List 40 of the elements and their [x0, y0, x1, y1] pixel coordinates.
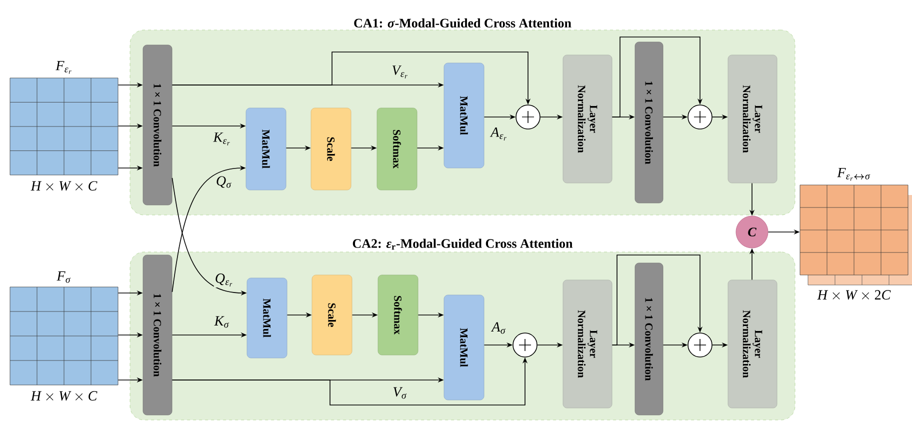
edge-label: $A_{\sigma}$ [490, 321, 508, 335]
feature-label: $F_{\epsilon_r}$ [56, 60, 72, 74]
dimension-label: $H\times W\times 2C$ [817, 290, 891, 300]
scale-box: Scale [312, 274, 352, 356]
convolution-box: 1 × 1 Convolution [142, 254, 172, 416]
edge-label: $A_{\epsilon_r}$ [490, 126, 508, 142]
feature-map-grid [10, 286, 118, 386]
convolution-box: 1 × 1 Convolution [634, 42, 664, 204]
matmul-box: MatMul [246, 108, 286, 190]
add-circle [516, 104, 540, 130]
node-label: CA1: σ-Modal-Guided Cross Attention [354, 18, 572, 28]
arrow [612, 36, 703, 118]
feature-map-grid [800, 184, 912, 286]
matmul-box: MatMul [444, 62, 484, 168]
scale-box: Scale [310, 108, 352, 190]
dimension-label: $H\times W\times C$ [30, 181, 98, 191]
edge-label: $V_{\epsilon_r}$ [390, 64, 410, 80]
feature-label: $F_{\sigma}$ [56, 271, 71, 283]
feature-label: $F_{\epsilon_r\leftrightarrow\sigma}$ [837, 168, 870, 181]
convolution-box: 1 × 1 Convolution [634, 262, 664, 416]
dimension-label: $H\times W\times C$ [30, 391, 98, 401]
add-circle [688, 104, 712, 130]
arrow [612, 254, 703, 346]
edge-label: $Q_{\sigma}$ [214, 175, 234, 189]
softmax-box: Softmax [378, 274, 418, 356]
matmul-box: MatMul [246, 278, 288, 358]
matmul-box: MatMul [444, 294, 484, 400]
convolution-box: 1 × 1 Convolution [142, 44, 172, 206]
edge-label: $V_{\sigma}$ [392, 386, 408, 400]
softmax-box: Softmax [376, 108, 418, 190]
layer-norm-box: Layer Normalization [728, 54, 778, 184]
node-label: CA2: ε$_{r}$-Modal-Guided Cross Attention [352, 238, 573, 250]
edge-label: $Q_{\epsilon_r}$ [214, 272, 234, 288]
feature-map-grid [10, 78, 118, 176]
layer-norm-box: Layer Normalization [728, 280, 778, 408]
layer-norm-box: Layer Normalization [562, 280, 612, 408]
add-circle [688, 332, 712, 358]
add-circle [512, 332, 538, 358]
layer-norm-box: Layer Normalization [562, 54, 612, 184]
edge-label: $K_{\epsilon_r}$ [212, 132, 232, 146]
